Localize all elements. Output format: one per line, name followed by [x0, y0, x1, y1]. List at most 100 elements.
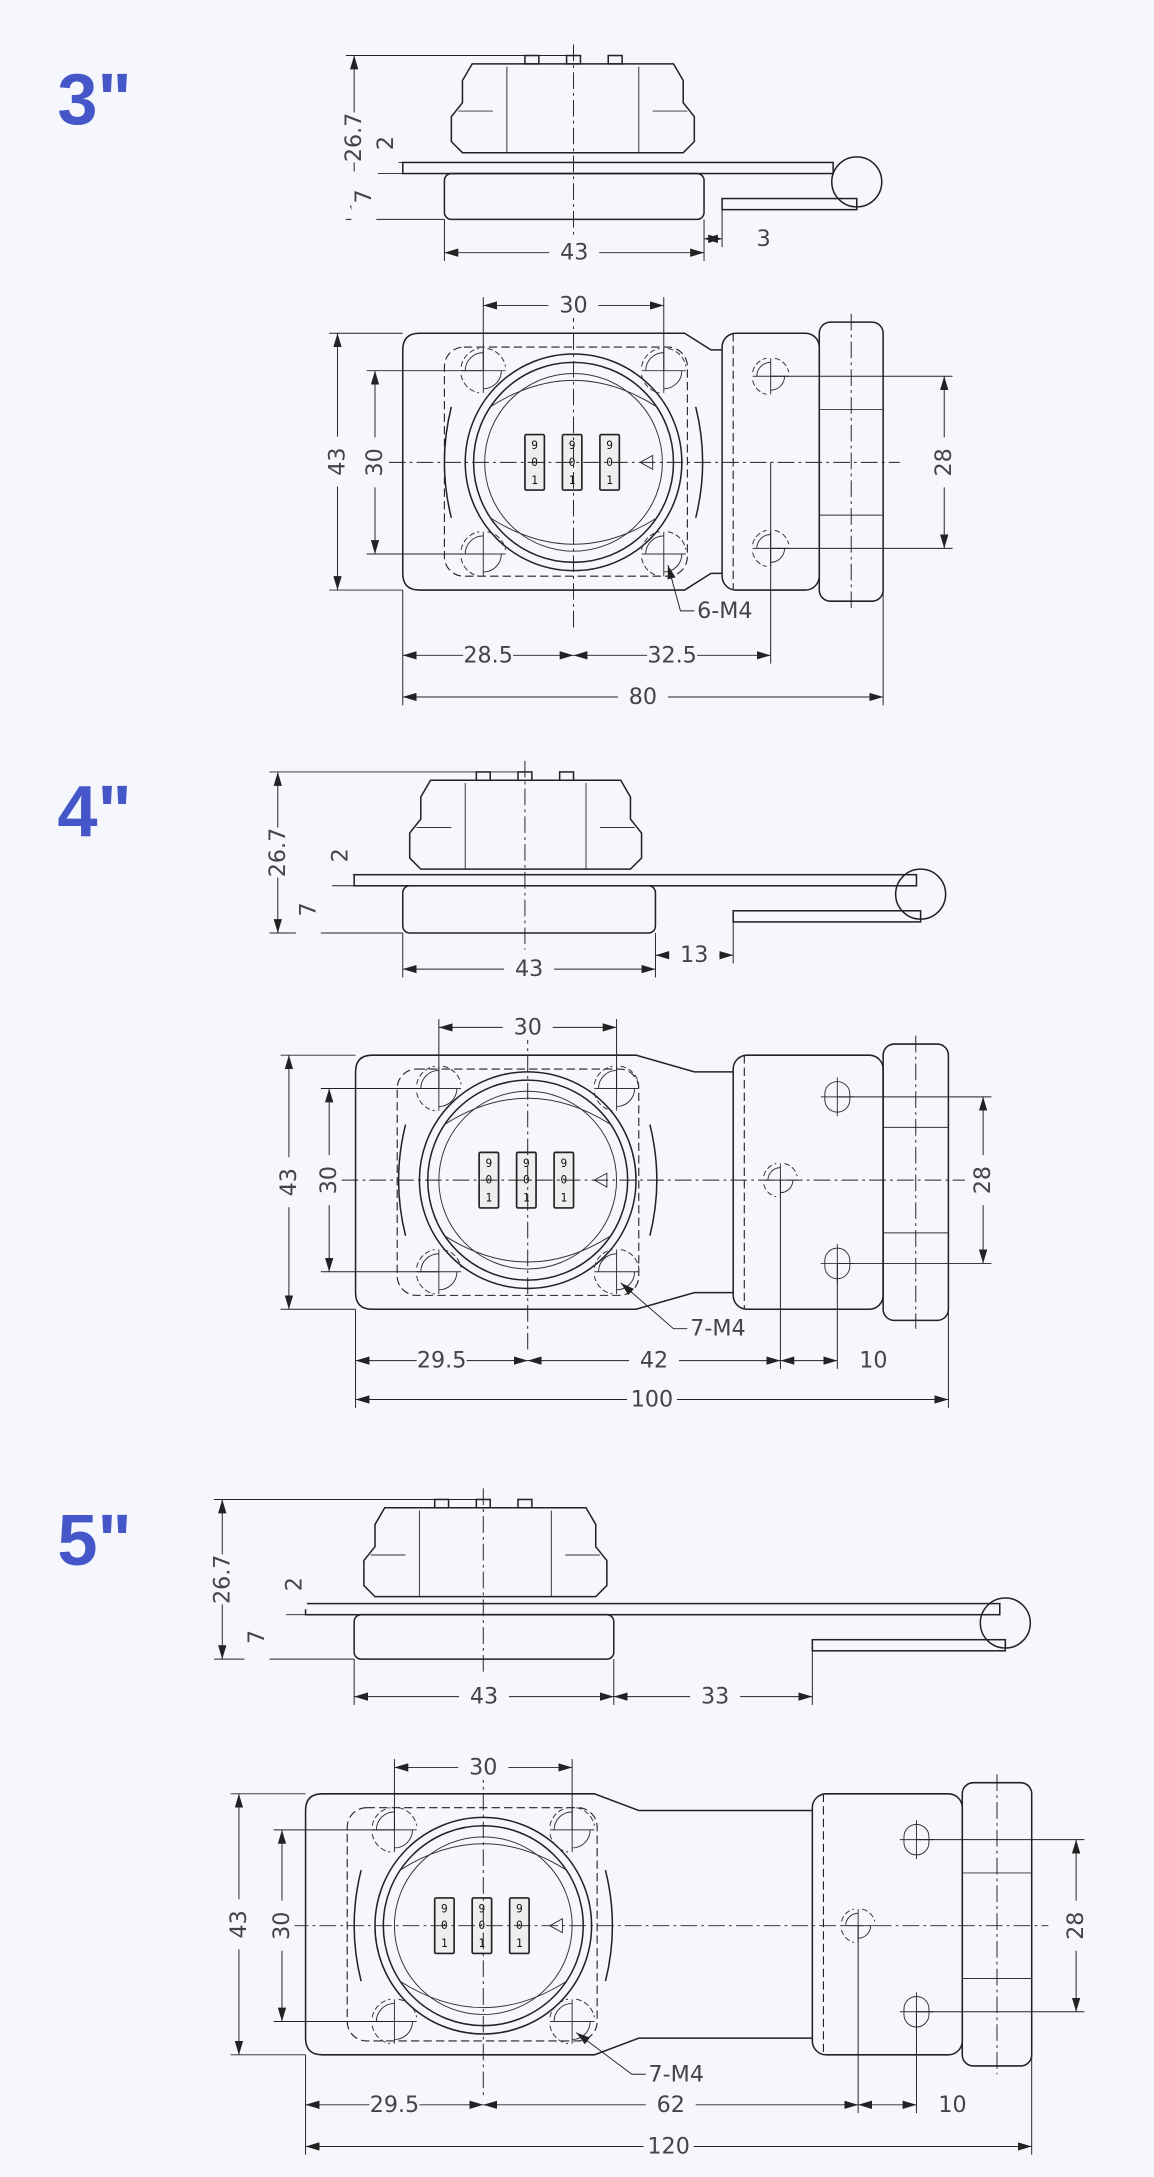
- wheel-digit: 1: [531, 474, 538, 487]
- base-width-dimension-label: 43: [515, 956, 543, 982]
- left-offset-dimension: 29.5: [355, 1348, 528, 1374]
- wheel-digit: 9: [606, 439, 613, 452]
- hinge-hole-spacing-dimension: 28: [1063, 1839, 1089, 2012]
- hole-spacing-y-dimension-label: 30: [269, 1912, 295, 1940]
- left-offset-dimension: 29.5: [305, 2092, 484, 2118]
- right-offset-dimension-label: 62: [657, 2092, 685, 2118]
- left-offset-dimension-label: 29.5: [370, 2092, 419, 2118]
- right-offset-dimension: 62: [483, 2092, 859, 2118]
- wheel-digit: 0: [523, 1174, 530, 1187]
- size-label-4in: 4": [57, 772, 131, 852]
- screw-note-label: 7-M4: [690, 1316, 745, 1342]
- wheel-digit: 1: [441, 1937, 448, 1950]
- base-width-dimension: 43: [402, 956, 656, 982]
- screw-callout: 7-M4: [576, 2032, 704, 2087]
- height-dimension: 26.7: [265, 771, 291, 933]
- height-dimension: 43: [325, 333, 351, 591]
- total-length-dimension-label: 80: [629, 684, 657, 710]
- base-width-dimension: 43: [444, 240, 705, 266]
- base-dimension-label: 7: [351, 189, 377, 203]
- hole-spacing-y-dimension-label: 30: [362, 448, 388, 476]
- plate-dimension-label: 2: [281, 1577, 307, 1591]
- mounting-holes: [371, 1807, 934, 2045]
- wheel-digit: 9: [479, 1903, 486, 1916]
- gap-dimension-label: 3: [757, 226, 771, 252]
- hole-spacing-y-dimension: 30: [269, 1829, 295, 2022]
- base-width-dimension-label: 43: [560, 240, 588, 266]
- total-length-dimension: 120: [305, 2133, 1032, 2159]
- height-dimension: 26.7: [209, 1499, 235, 1660]
- wheel-digit: 9: [569, 439, 576, 452]
- height-dimension-label: 43: [276, 1168, 302, 1196]
- right-offset-dimension-label: 42: [640, 1348, 668, 1374]
- height-dimension: 43: [226, 1793, 252, 2055]
- hole-spacing-x-dimension-label: 30: [469, 1754, 497, 1780]
- hole-spacing-y-dimension: 30: [316, 1088, 342, 1272]
- base-dimension: 7: [295, 884, 321, 935]
- height-dimension: 26.7: [341, 55, 367, 220]
- screw-note-label: 7-M4: [649, 2061, 704, 2087]
- wheel-digit: 9: [560, 1157, 567, 1170]
- hinge-hole-spacing-dimension-label: 28: [1063, 1912, 1089, 1940]
- gap-dimension: 13: [655, 942, 734, 968]
- hole-spacing-y-dimension-label: 30: [316, 1166, 342, 1194]
- hole-spacing-x-dimension: 30: [438, 1014, 617, 1040]
- gap-dimension: 33: [613, 1684, 813, 1710]
- wheel-digit: 1: [606, 474, 613, 487]
- hole-spacing-x-dimension-label: 30: [514, 1014, 542, 1040]
- plate-dimension: 2: [327, 830, 353, 881]
- wheel-digit: 9: [516, 1903, 523, 1916]
- hinge-offset-dimension-label: 10: [938, 2092, 966, 2118]
- left-offset-dimension: 28.5: [402, 642, 574, 668]
- base-width-dimension: 43: [354, 1684, 614, 1710]
- wheel-digit: 1: [516, 1937, 523, 1950]
- code-wheel-3[interactable]: 9 0 1: [599, 433, 621, 491]
- height-dimension-label: 26.7: [209, 1555, 235, 1604]
- side-view-5in: 26.7 7 2 43 33: [209, 1488, 1032, 1710]
- base-dimension: 7: [351, 171, 377, 222]
- total-length-dimension: 100: [355, 1387, 949, 1413]
- base-dimension: 7: [244, 1611, 270, 1662]
- total-length-dimension: 80: [402, 684, 884, 710]
- plate-dimension-label: 2: [327, 848, 353, 862]
- side-view-3in: 26.7 7 2 43 3: [341, 44, 883, 266]
- wheel-digit: 1: [479, 1937, 486, 1950]
- plate-dimension: 2: [281, 1559, 307, 1610]
- wheel-digit: 9: [485, 1157, 492, 1170]
- base-dimension-label: 7: [295, 902, 321, 916]
- wheel-digit: 1: [485, 1192, 492, 1205]
- gap-dimension-label: 33: [701, 1684, 729, 1710]
- hinge-hole-spacing-dimension: 28: [970, 1096, 996, 1264]
- hole-spacing-x-dimension: 30: [394, 1754, 573, 1780]
- hinge-offset-dimension: 10: [858, 2092, 978, 2118]
- base-width-dimension-label: 43: [470, 1684, 498, 1710]
- total-length-dimension-label: 100: [631, 1387, 673, 1413]
- side-view-4in: 26.7 7 2 43 13: [265, 760, 947, 982]
- screw-note-label: 6-M4: [697, 598, 752, 624]
- wheel-digit: 9: [441, 1903, 448, 1916]
- wheel-digit: 0: [606, 456, 613, 469]
- right-offset-dimension: 42: [527, 1348, 781, 1374]
- wheel-digit: 9: [523, 1157, 530, 1170]
- wheel-digit: 1: [560, 1192, 567, 1205]
- height-dimension-label: 26.7: [265, 828, 291, 877]
- plate-dimension-label: 2: [373, 136, 399, 150]
- hinge-hole-spacing-dimension-label: 28: [931, 448, 957, 476]
- screw-callout: 7-M4: [620, 1282, 746, 1342]
- right-offset-dimension: 32.5: [573, 642, 771, 668]
- plate-dimension: 2: [373, 118, 399, 168]
- height-dimension: 43: [276, 1055, 302, 1310]
- height-dimension-label: 26.7: [341, 113, 367, 162]
- hinge-hole-spacing-dimension: 28: [931, 376, 957, 549]
- hinge-offset-dimension: 10: [780, 1348, 899, 1374]
- size-label-3in: 3": [57, 60, 131, 140]
- height-dimension-label: 43: [226, 1910, 252, 1938]
- height-dimension-label: 43: [325, 448, 351, 476]
- base-dimension-label: 7: [244, 1630, 270, 1644]
- right-offset-dimension-label: 32.5: [647, 642, 696, 668]
